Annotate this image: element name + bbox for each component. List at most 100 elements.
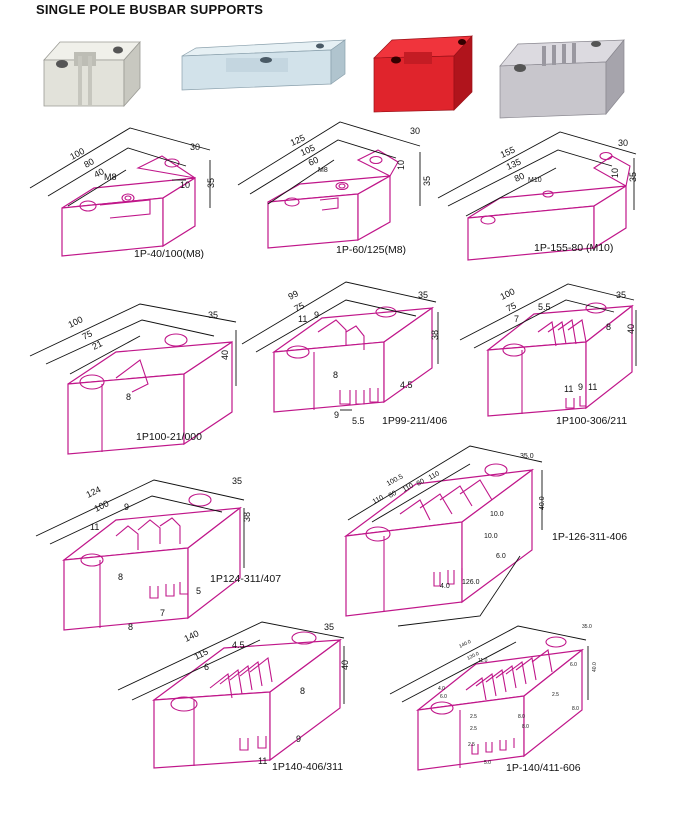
dim-label: M8 (318, 167, 328, 174)
dim-label: 110 (428, 470, 441, 481)
dim-label: 35 (628, 172, 638, 182)
dim-label: 6.0 (440, 694, 447, 700)
dim-label: 4.0 (438, 686, 445, 692)
dim-label: 11 (298, 314, 307, 324)
page-title: SINGLE POLE BUSBAR SUPPORTS (36, 2, 264, 17)
dim-label: 35 (206, 178, 216, 188)
dim-label: 75 (504, 300, 517, 313)
drawing-1p124-311-407 (35, 479, 245, 631)
dim-label: 126.0 (462, 579, 480, 586)
dim-label: 6.0 (570, 662, 577, 668)
dim-label: 40 (340, 660, 350, 670)
dim-label: 21 (90, 338, 103, 351)
dim-label: 35 (418, 290, 428, 300)
dim-label: 10 (396, 160, 406, 170)
dim-label: 30 (410, 126, 420, 136)
dim-label: 110 (372, 494, 385, 505)
photo-light-blue-support (181, 39, 347, 91)
photo-grey-support (499, 39, 625, 119)
dim-label: 120.0 (466, 651, 480, 662)
dim-label: 100 (92, 498, 110, 514)
dim-label: 40 (220, 350, 230, 360)
dim-label: 38 (242, 512, 252, 522)
dim-label: 7 (514, 314, 519, 324)
dim-label: 35 (324, 622, 334, 632)
dim-label: 9 (314, 310, 319, 320)
dim-label: 100 (66, 314, 84, 330)
dim-label: 100.5 (386, 473, 405, 487)
dim-label: 5 (196, 586, 201, 596)
dim-label: 99 (286, 288, 299, 301)
dim-label: 4.5 (232, 640, 245, 650)
dim-label: 2.5 (468, 742, 475, 748)
dim-label: 5.5 (538, 302, 551, 312)
dim-label: 40 (626, 324, 636, 334)
dim-label: 11 (90, 522, 99, 532)
dim-label: 115 (192, 647, 209, 662)
dim-label: 75 (292, 300, 305, 313)
dim-label: 35 (232, 476, 242, 486)
dim-label: 40.0 (539, 496, 546, 510)
dim-label: 124 (84, 484, 102, 500)
dim-label: 9 (124, 502, 129, 512)
dim-label: 11 (258, 756, 267, 766)
dim-label: M10 (528, 177, 542, 184)
dim-label: 10.0 (484, 533, 498, 540)
dim-label: 8 (300, 686, 305, 696)
dim-label: 8 (128, 622, 133, 632)
dim-label: 11 (564, 384, 573, 394)
drawing-1p-60-125-m8 (237, 121, 421, 249)
dim-label: 8.0 (522, 724, 529, 730)
dim-label: 35 (422, 176, 432, 186)
dim-label: 5.0 (484, 760, 491, 766)
dim-label: 9 (296, 734, 301, 744)
dim-label: 9 (334, 410, 339, 420)
dim-label: 35 (616, 290, 626, 300)
dim-label: 155 (499, 145, 517, 160)
dim-label: 10 (610, 168, 620, 178)
dim-label: 8.0 (572, 706, 579, 712)
drawing-1p100-306-211 (459, 283, 637, 417)
dim-label: 80 (416, 478, 426, 488)
model-label: 1P99-211/406 (382, 415, 447, 427)
dim-label: 110 (402, 482, 415, 493)
dim-label: 80 (82, 156, 96, 170)
dim-label: 40 (92, 166, 106, 180)
dim-label: 10.0 (490, 511, 504, 518)
model-label: 1P-126-311-406 (552, 531, 627, 543)
dim-label: 80 (513, 171, 526, 184)
dim-label: 2.5 (470, 726, 477, 732)
dim-label: 80 (388, 490, 398, 500)
dim-label: 6 (204, 662, 209, 672)
model-label: 1P-60/125(M8) (336, 244, 406, 256)
drawing-1p-40-100-m8 (29, 127, 211, 257)
photo-red-support (373, 35, 473, 113)
dim-label: 8 (606, 322, 611, 332)
drawing-1p100-21-000 (29, 303, 237, 455)
dim-label: M8 (104, 172, 117, 182)
model-label: 1P124-311/407 (210, 573, 281, 585)
dim-label: 140.0 (458, 639, 472, 650)
dim-label: 140 (182, 628, 200, 644)
dim-label: 2.5 (470, 714, 477, 720)
dim-label: 35.0 (582, 624, 592, 630)
drawing-1p-126-311-406 (343, 445, 543, 627)
model-label: 1P-40/100(M8) (134, 248, 204, 260)
drawing-1p-140-411-606 (389, 625, 589, 771)
dim-label: 35 (208, 310, 218, 320)
model-label: 1P140-406/311 (272, 761, 343, 773)
drawing-1p-155-80-m10 (437, 131, 637, 261)
dim-label: 30 (190, 142, 200, 152)
dim-label: 75 (80, 328, 93, 341)
dim-label: 100 (498, 286, 516, 302)
photo-white-support (43, 40, 141, 108)
drawing-1p99-211-406 (241, 281, 439, 413)
dim-label: 9 (578, 382, 583, 392)
dim-label: 35.0 (520, 453, 534, 460)
dim-label: 11.0 (478, 658, 488, 664)
dim-label: 30 (618, 138, 628, 148)
dim-label: 11 (588, 382, 597, 392)
drawing-1p140-406-311 (117, 621, 345, 769)
model-label: 1P-140/411-606 (506, 762, 581, 774)
